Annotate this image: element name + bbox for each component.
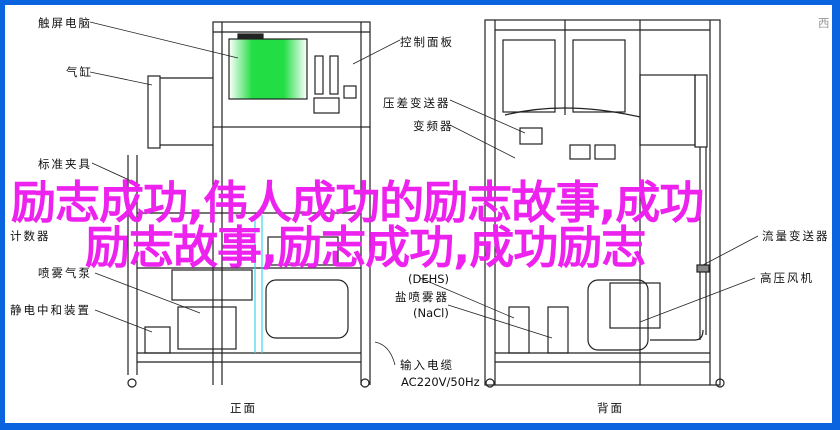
label-salt-sprayer: 盐喷雾器 xyxy=(395,290,449,304)
label-flow: 流量变送器 xyxy=(762,229,830,243)
overlay-headline-1: 励志成功,伟人成功的励志故事,成功 xyxy=(11,176,704,229)
label-cable: 输入电缆 xyxy=(400,358,454,372)
diagram-canvas: 触屏电脑 气缸 控制面板 压差变送器 变频器 标准夹具 计数器 喷雾气泵 静电中… xyxy=(5,5,832,423)
label-nacl: (NaCl) xyxy=(413,306,449,320)
label-neutralizer: 静电中和装置 xyxy=(10,303,91,317)
overlay-headline-2: 励志故事,励志成功,成功励志 xyxy=(85,221,646,274)
label-blower: 高压风机 xyxy=(760,271,814,285)
label-front: 正面 xyxy=(230,401,257,415)
label-back: 背面 xyxy=(597,401,624,415)
label-diff-pressure: 压差变送器 xyxy=(383,96,451,110)
callout-lines xyxy=(89,21,759,366)
equipment-diagram: 触屏电脑 气缸 控制面板 压差变送器 变频器 标准夹具 计数器 喷雾气泵 静电中… xyxy=(10,16,830,415)
front-unit xyxy=(127,21,371,388)
label-control-panel: 控制面板 xyxy=(400,35,454,49)
touch-screen xyxy=(228,38,308,100)
label-counter: 计数器 xyxy=(10,229,51,243)
label-touch-pc: 触屏电脑 xyxy=(38,16,92,30)
label-corner: 西 xyxy=(818,16,830,30)
label-dehs: (DEHS) xyxy=(408,272,449,286)
label-inverter: 变频器 xyxy=(413,119,454,133)
back-unit xyxy=(484,19,725,388)
label-spray-pump: 喷雾气泵 xyxy=(38,266,92,280)
label-power: AC220V/50Hz xyxy=(401,375,480,389)
label-cylinder: 气缸 xyxy=(66,65,93,79)
label-fixture: 标准夹具 xyxy=(38,157,92,171)
